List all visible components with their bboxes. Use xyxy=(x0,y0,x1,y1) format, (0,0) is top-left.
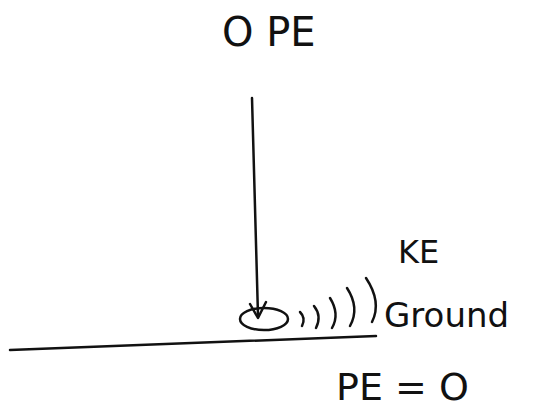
motion-mark xyxy=(347,288,354,326)
motion-mark xyxy=(300,312,304,326)
sketch-label: PE = O xyxy=(336,368,469,406)
motion-mark xyxy=(366,278,376,322)
sketch-label: Ground xyxy=(384,298,509,332)
sketch-label: KE xyxy=(398,236,439,268)
sketch-label: O PE xyxy=(222,12,316,52)
ground-line xyxy=(10,336,376,350)
ball xyxy=(240,308,288,330)
motion-mark xyxy=(314,306,319,328)
motion-mark xyxy=(330,298,336,328)
fall-line xyxy=(252,98,258,316)
